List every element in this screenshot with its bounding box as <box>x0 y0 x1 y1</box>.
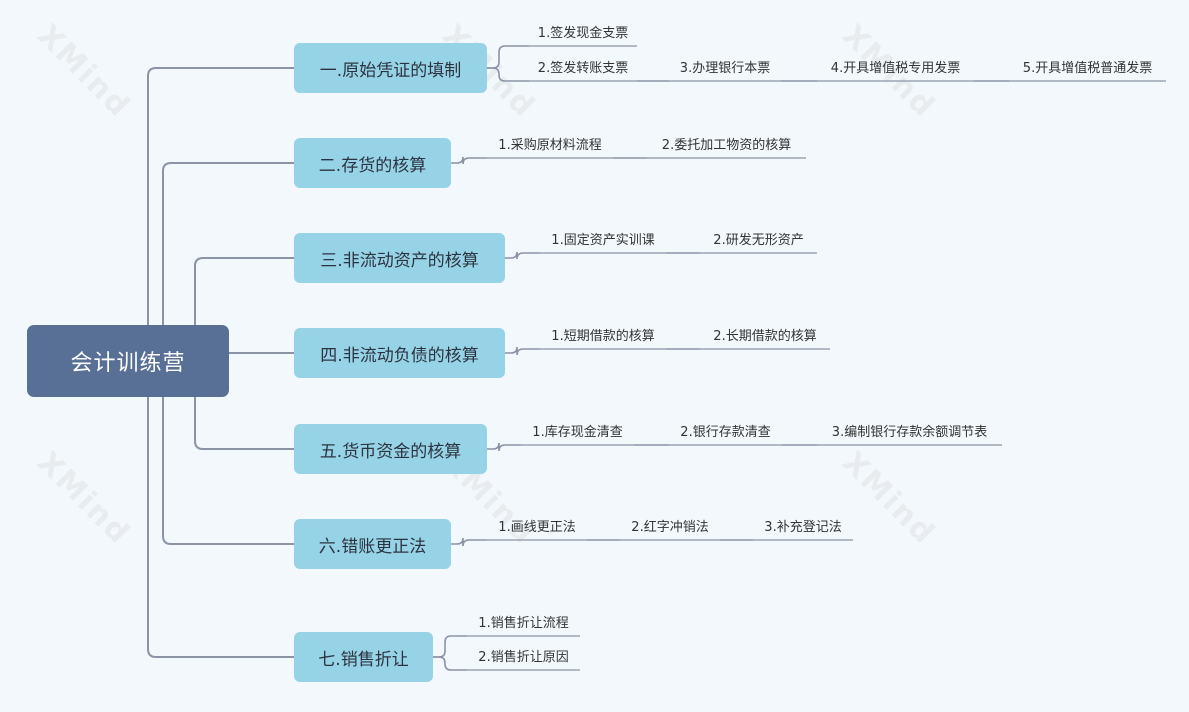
root-topic[interactable]: 会计训练营 <box>27 325 229 397</box>
root-connector <box>147 396 294 658</box>
root-connector <box>147 67 294 326</box>
subtopic-2-2[interactable]: 2.委托加工物资的核算 <box>661 138 792 153</box>
sub-connector <box>487 442 521 452</box>
subtopic-7-2[interactable]: 2.销售折让原因 <box>478 650 569 665</box>
sub-connector <box>451 537 487 547</box>
subtopic-3-2[interactable]: 2.研发无形资产 <box>713 233 804 248</box>
subtopic-4-1[interactable]: 1.短期借款的核算 <box>551 329 655 344</box>
subtopic-6-3[interactable]: 3.补充登记法 <box>764 520 842 535</box>
subtopic-4-2[interactable]: 2.长期借款的核算 <box>713 329 817 344</box>
topic-6[interactable]: 六.错账更正法 <box>294 519 451 569</box>
subtopic-1-4[interactable]: 4.开具增值税专用发票 <box>830 61 961 76</box>
root-connector <box>194 396 294 450</box>
sub-connector <box>451 156 487 165</box>
topic-2[interactable]: 二.存货的核算 <box>294 138 451 188</box>
subtopic-6-1[interactable]: 1.画线更正法 <box>498 520 576 535</box>
subtopic-3-1[interactable]: 1.固定资产实训课 <box>551 233 655 248</box>
topic-5[interactable]: 五.货币资金的核算 <box>294 424 487 474</box>
root-connector <box>162 162 294 326</box>
subtopic-5-3[interactable]: 3.编制银行存款余额调节表 <box>831 425 988 440</box>
topic-4[interactable]: 四.非流动负债的核算 <box>294 328 505 378</box>
root-connector <box>194 257 294 326</box>
sub-connector <box>505 251 540 260</box>
sub-connector <box>505 346 540 356</box>
sub-connector <box>487 45 529 69</box>
topic-3[interactable]: 三.非流动资产的核算 <box>294 233 505 283</box>
subtopic-2-1[interactable]: 1.采购原材料流程 <box>498 138 602 153</box>
topic-7[interactable]: 七.销售折让 <box>294 632 433 682</box>
subtopic-1-1[interactable]: 1.签发现金支票 <box>537 26 629 41</box>
sub-connector <box>433 656 467 671</box>
sub-connector <box>487 67 529 82</box>
subtopic-6-2[interactable]: 2.红字冲销法 <box>631 520 709 535</box>
subtopic-1-5[interactable]: 5.开具增值税普通发票 <box>1022 61 1153 76</box>
root-connector <box>162 396 294 545</box>
subtopic-5-1[interactable]: 1.库存现金清查 <box>532 425 623 440</box>
subtopic-1-2[interactable]: 2.签发转账支票 <box>537 61 629 76</box>
topic-1[interactable]: 一.原始凭证的填制 <box>294 43 487 93</box>
subtopic-1-3[interactable]: 3.办理银行本票 <box>679 61 771 76</box>
subtopic-7-1[interactable]: 1.销售折让流程 <box>478 616 569 631</box>
subtopic-5-2[interactable]: 2.银行存款清查 <box>680 425 771 440</box>
sub-connector <box>433 635 467 658</box>
